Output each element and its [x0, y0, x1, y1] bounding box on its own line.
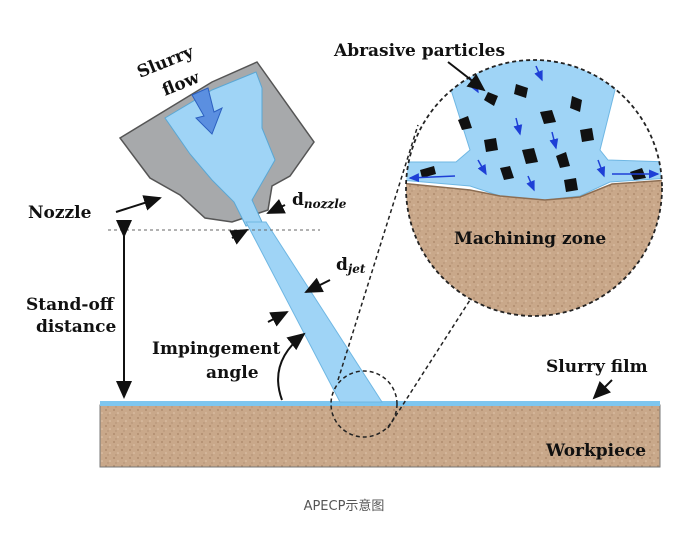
impingement-label-line1: Impingement: [152, 339, 281, 359]
abrasive-particles-label: Abrasive particles: [333, 41, 505, 61]
machining-zone-label: Machining zone: [454, 229, 606, 249]
impact-zone-circle: [330, 370, 398, 438]
slurry-jet: [245, 221, 383, 403]
d-jet-arrows: [267, 277, 331, 327]
d-jet-subscript: jet: [346, 262, 366, 276]
d-nozzle-label: dnozzle: [292, 190, 347, 211]
workpiece-label: Workpiece: [545, 441, 646, 461]
abrasive-particles-pointer: [447, 61, 486, 92]
nozzle-pointer-arrow: [115, 195, 162, 213]
standoff-label-line1: Stand-off: [26, 295, 115, 315]
impingement-label-line2: angle: [206, 363, 259, 383]
nozzle-slurry-channel: [164, 71, 276, 227]
d-jet-main: d: [336, 255, 348, 275]
particle-flow-arrows: [408, 65, 660, 192]
slurry-film-pointer: [592, 379, 613, 400]
nozzle-label: Nozzle: [28, 203, 92, 223]
slurry-film: [100, 401, 660, 406]
d-nozzle-subscript: nozzle: [304, 197, 347, 211]
nozzle: [118, 61, 315, 227]
impingement-angle-arc: [277, 332, 306, 401]
d-nozzle-arrows: [229, 198, 286, 245]
d-nozzle-main: d: [292, 190, 304, 210]
standoff-label-line2: distance: [36, 317, 116, 337]
slurry-film-label: Slurry film: [546, 357, 648, 377]
d-jet-label: djet: [336, 255, 366, 276]
zoom-projection-lines: [337, 124, 471, 429]
figure-caption: APECP示意图: [304, 498, 385, 514]
workpiece: [99, 401, 661, 468]
abrasive-particles: [420, 84, 646, 192]
machining-zone-zoom: [405, 59, 663, 317]
flow-direction-arrow: [191, 87, 223, 135]
